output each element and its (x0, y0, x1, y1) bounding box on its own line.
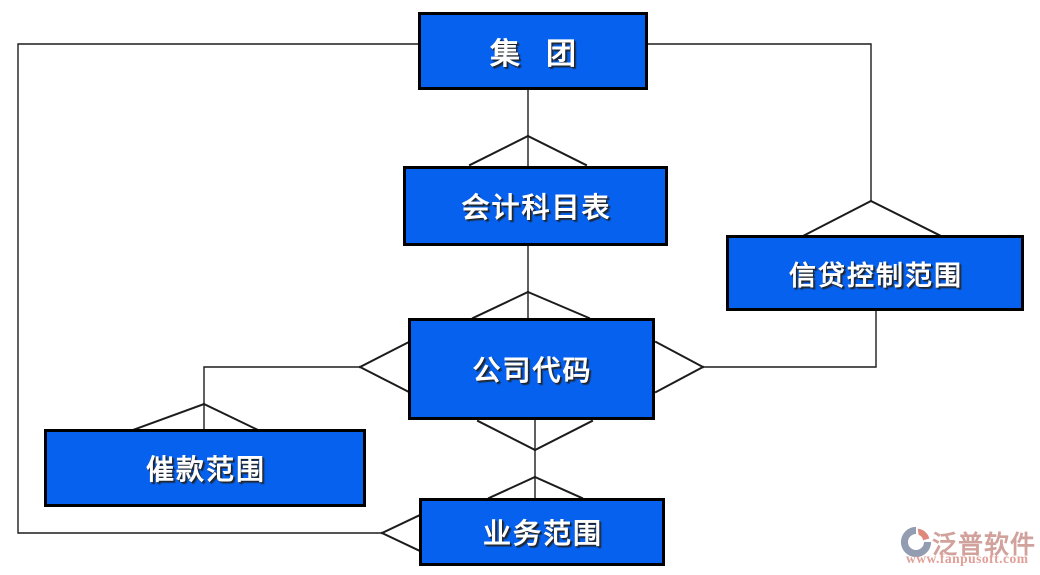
crow-foot-chart-of-accounts-top (468, 134, 588, 167)
crow-foot-company-code-right (654, 340, 705, 394)
connector-credit-control-to-company-code (703, 311, 877, 368)
node-business-area-label: 业务范围 (482, 519, 603, 550)
crow-foot-company-code-left (358, 340, 411, 394)
node-chart-of-accounts-label: 会计科目表 (461, 193, 612, 224)
connector-group-to-business-area (17, 43, 418, 534)
connector-group-to-credit-control (648, 43, 872, 201)
node-company-code-label: 公司代码 (472, 356, 593, 387)
fanpu-logo-icon (900, 526, 932, 558)
node-chart-of-accounts: 会计科目表 (403, 166, 668, 246)
node-credit-control-area-label: 信贷控制范围 (789, 260, 963, 291)
crow-foot-company-code-bottom (476, 419, 594, 452)
crow-foot-business-area-left (380, 513, 422, 553)
node-business-area: 业务范围 (419, 498, 665, 566)
node-dunning-area: 催款范围 (44, 429, 366, 507)
watermark-brand-text: 泛普软件 (932, 531, 1037, 559)
connector-company-code-to-dunning-area (203, 366, 360, 430)
node-credit-control-area: 信贷控制范围 (726, 235, 1024, 311)
node-company-code: 公司代码 (408, 318, 655, 420)
watermark-url-text: www.fanpusoft.com (906, 551, 1029, 566)
crow-foot-business-area-top (487, 475, 584, 500)
crow-foot-credit-control-top (797, 199, 947, 240)
node-group-label: 集团 (490, 38, 602, 71)
watermark: 泛普软件 www.fanpusoft.com (900, 524, 1038, 570)
node-dunning-area-label: 催款范围 (145, 455, 266, 486)
crow-foot-dunning-area-top (131, 402, 260, 432)
node-group: 集团 (418, 12, 648, 90)
crow-foot-company-code-top (471, 290, 591, 320)
